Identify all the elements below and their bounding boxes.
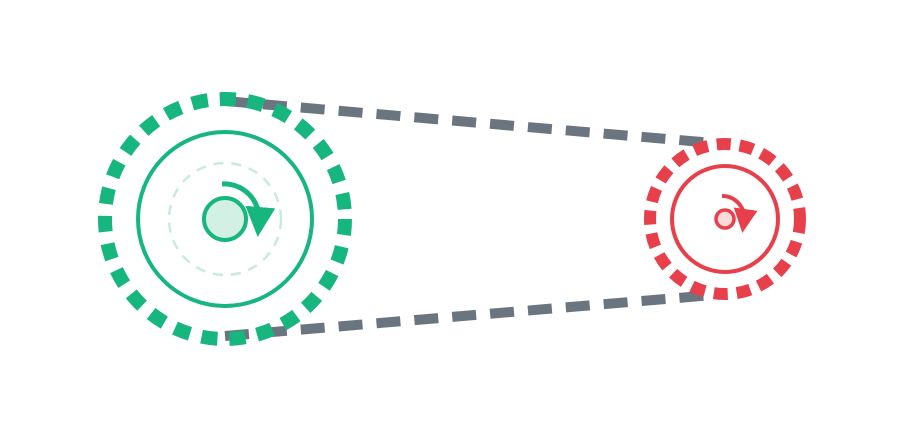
belt-bottom-strand bbox=[224, 289, 726, 341]
driven-pulley-teeth bbox=[644, 138, 806, 300]
driven-pulley-hub bbox=[714, 208, 736, 230]
driven-pulley bbox=[644, 138, 806, 300]
drive-pulley bbox=[98, 92, 352, 346]
driven-pulley-rim bbox=[670, 164, 780, 274]
drive-pulley-inner-ring bbox=[167, 161, 283, 277]
belt-top-strand bbox=[224, 96, 726, 149]
rotate-clockwise-icon bbox=[721, 193, 758, 233]
rotate-clockwise-icon bbox=[221, 181, 276, 237]
drive-pulley-rim bbox=[136, 130, 314, 308]
drive-pulley-hub bbox=[202, 196, 248, 242]
drive-pulley-teeth bbox=[98, 92, 352, 346]
belt bbox=[224, 96, 726, 341]
